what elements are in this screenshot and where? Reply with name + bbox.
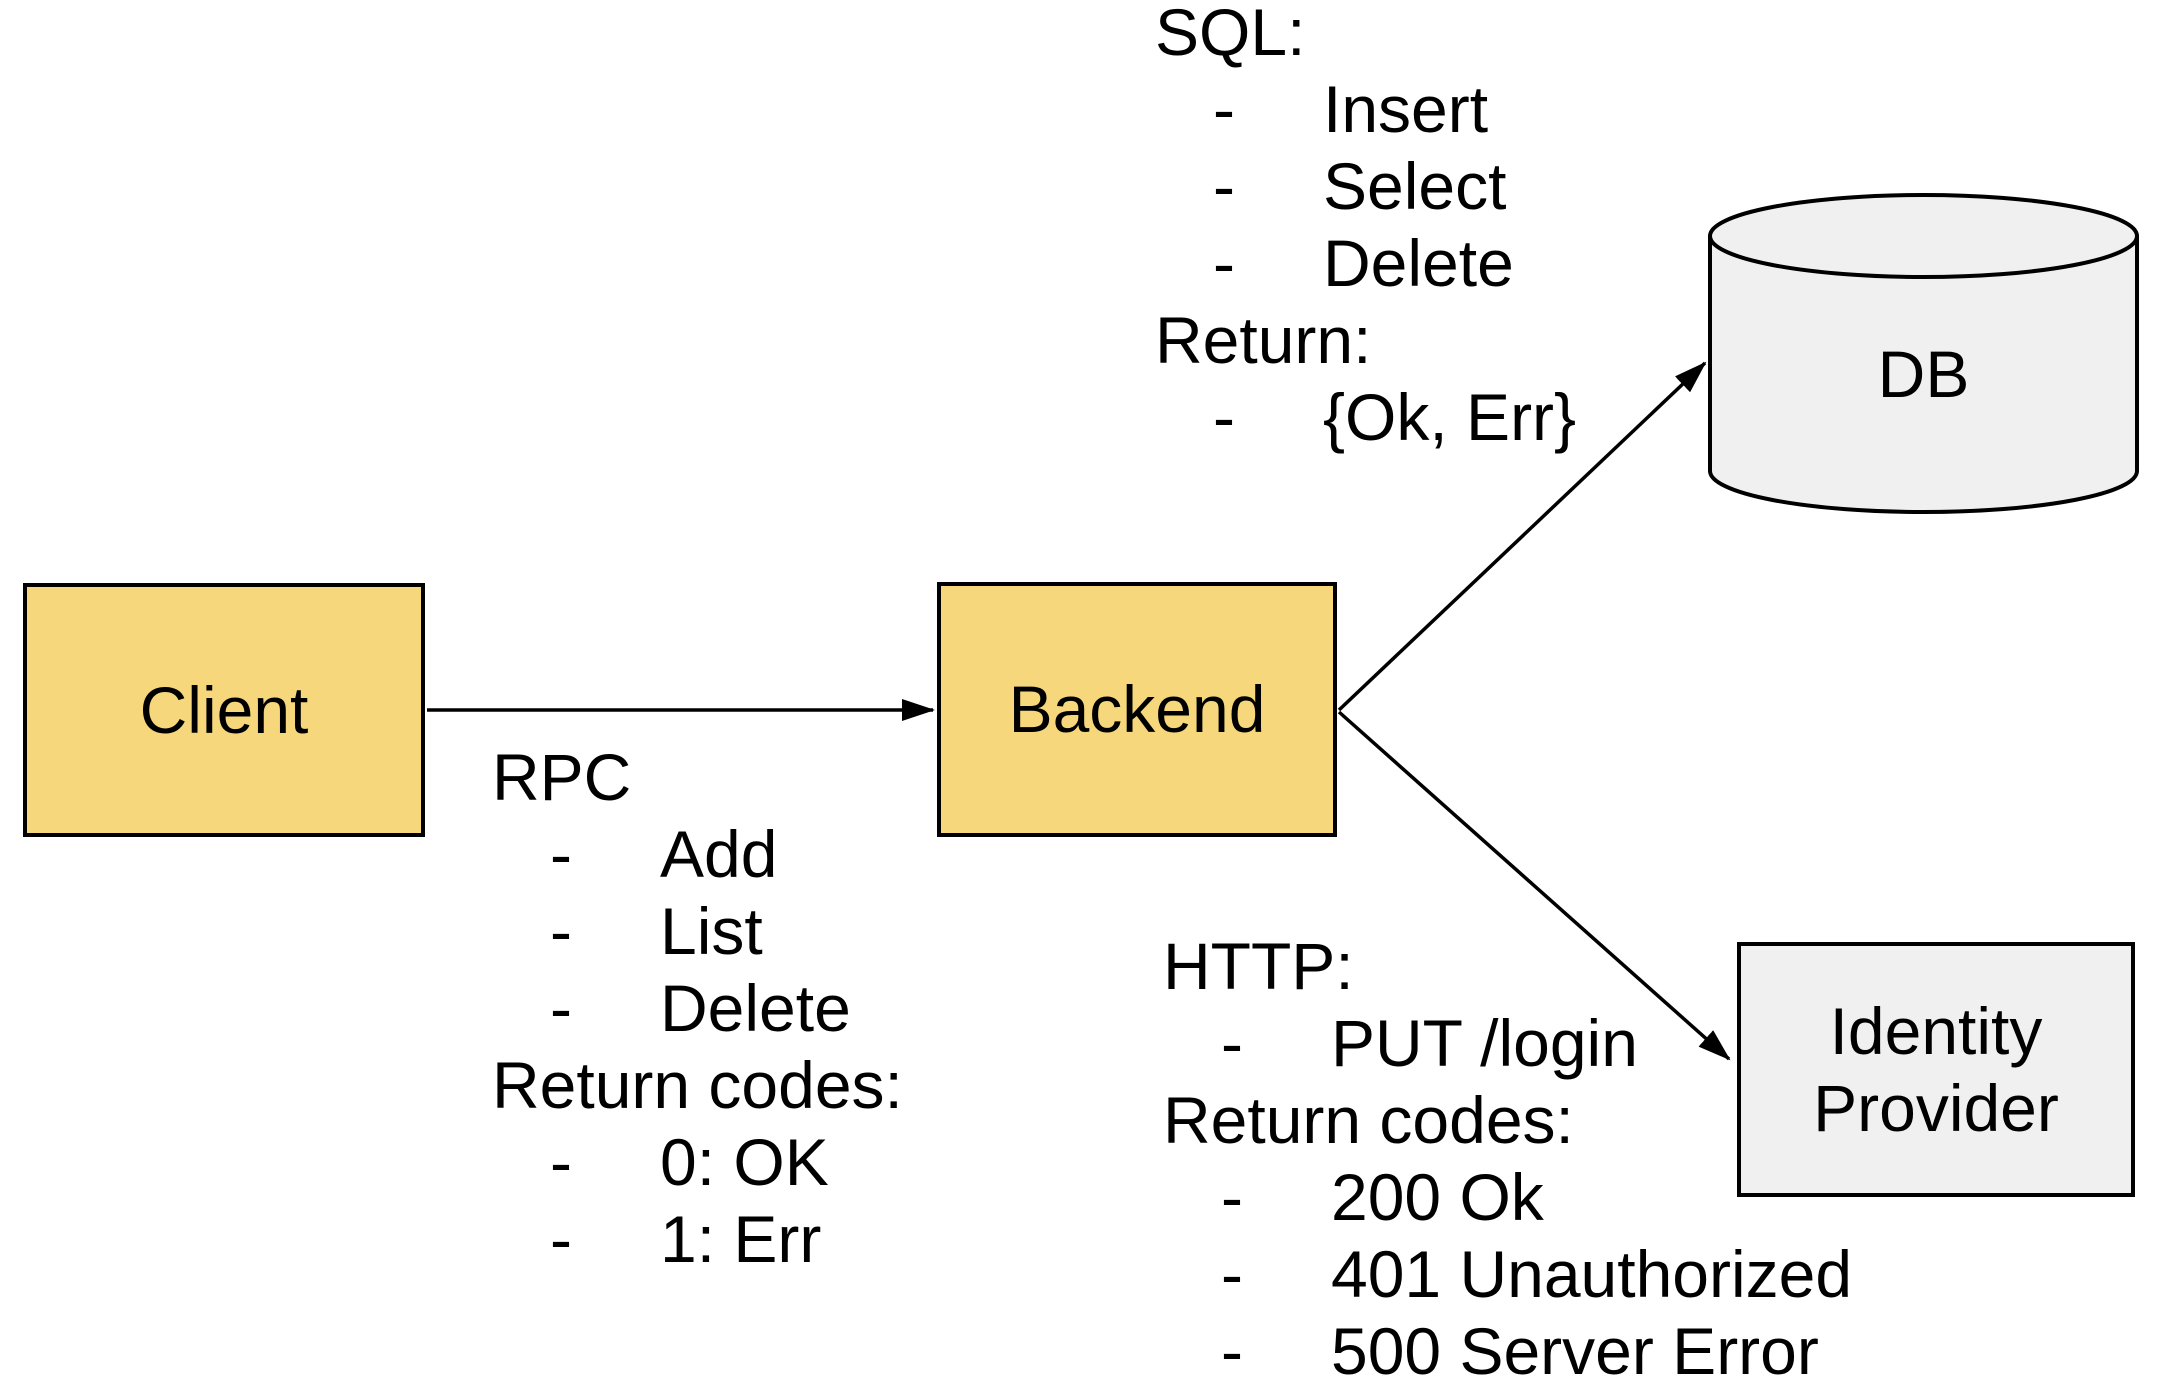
node-backend: Backend bbox=[937, 582, 1337, 837]
node-db-label: DB bbox=[1877, 336, 1970, 411]
edge-backend-db bbox=[1337, 361, 1707, 712]
annotation-http-subheader: Return codes: bbox=[1163, 1082, 1852, 1159]
annotation-header-text: SQL: bbox=[1155, 0, 1306, 69]
node-client-label: Client bbox=[139, 672, 309, 747]
annotation-sql-item: - Select bbox=[1155, 148, 1576, 225]
annotation-rpc-item: - 1: Err bbox=[492, 1201, 903, 1278]
annotation-rpc-item: - Add bbox=[492, 816, 903, 893]
annotation-header-text: RPC bbox=[492, 740, 632, 814]
bullet-item-text: 200 Ok bbox=[1331, 1160, 1544, 1234]
annotation-http-item: - PUT /login bbox=[1163, 1005, 1852, 1082]
bullet-item-text: 1: Err bbox=[660, 1202, 822, 1276]
bullet-dash: - bbox=[1221, 1314, 1243, 1388]
bullet-dash: - bbox=[550, 1202, 572, 1276]
node-client: Client bbox=[23, 583, 425, 837]
node-backend-label: Backend bbox=[1008, 672, 1266, 746]
annotation-rpc-item: - List bbox=[492, 893, 903, 970]
bullet-item-text: Delete bbox=[1323, 226, 1514, 300]
annotation-http-header: HTTP: bbox=[1163, 928, 1852, 1005]
annotation-rpc-item: - 0: OK bbox=[492, 1124, 903, 1201]
annotation-sql: SQL: - Insert - Select - Delete Return: - {O… bbox=[1155, 0, 1576, 456]
bullet-dash: - bbox=[1221, 1006, 1243, 1080]
annotation-sql-item: - Delete bbox=[1155, 225, 1576, 302]
annotation-http-item: - 200 Ok bbox=[1163, 1159, 1852, 1236]
node-identity-provider-label: Identity Provider bbox=[1813, 993, 2059, 1145]
annotation-subheader-text: Return codes: bbox=[492, 1048, 903, 1122]
annotation-rpc-subheader: Return codes: bbox=[492, 1047, 903, 1124]
bullet-dash: - bbox=[1213, 226, 1235, 300]
node-db-label-box: DB bbox=[1710, 236, 2137, 512]
db-cylinder-top bbox=[1708, 193, 2139, 279]
edge-backend-identity-provider bbox=[1337, 710, 1731, 1061]
bullet-item-text: {Ok, Err} bbox=[1323, 380, 1577, 454]
annotation-http-item: - 500 Server Error bbox=[1163, 1313, 1852, 1390]
bullet-dash: - bbox=[550, 1125, 572, 1199]
annotation-sql-item: - Insert bbox=[1155, 71, 1576, 148]
bullet-item-text: 500 Server Error bbox=[1331, 1314, 1819, 1388]
node-db bbox=[1708, 193, 2139, 514]
db-cylinder-body bbox=[1708, 236, 2139, 514]
bullet-dash: - bbox=[1213, 149, 1235, 223]
annotation-sql-header: SQL: bbox=[1155, 0, 1576, 71]
bullet-dash: - bbox=[550, 894, 572, 968]
node-identity-provider: Identity Provider bbox=[1737, 942, 2135, 1197]
bullet-dash: - bbox=[1221, 1160, 1243, 1234]
annotation-header-text: HTTP: bbox=[1163, 929, 1354, 1003]
bullet-item-text: Insert bbox=[1323, 72, 1489, 146]
bullet-dash: - bbox=[1221, 1237, 1243, 1311]
bullet-item-text: Add bbox=[660, 817, 778, 891]
annotation-rpc: RPC - Add - List - Delete Return codes: - 0:… bbox=[492, 739, 903, 1278]
bullet-dash: - bbox=[550, 971, 572, 1045]
bullet-dash: - bbox=[550, 817, 572, 891]
bullet-item-text: Delete bbox=[660, 971, 851, 1045]
annotation-rpc-item: - Delete bbox=[492, 970, 903, 1047]
annotation-http: HTTP: -PUT /login Return codes: -200 Ok … bbox=[1163, 928, 1852, 1390]
bullet-item-text: Select bbox=[1323, 149, 1507, 223]
annotation-subheader-text: Return: bbox=[1155, 303, 1372, 377]
annotation-http-item: - 401 Unauthorized bbox=[1163, 1236, 1852, 1313]
annotation-rpc-header: RPC bbox=[492, 739, 903, 816]
bullet-item-text: PUT /login bbox=[1331, 1006, 1638, 1080]
bullet-item-text: 0: OK bbox=[660, 1125, 829, 1199]
annotation-sql-item: - {Ok, Err} bbox=[1155, 379, 1576, 456]
bullet-dash: - bbox=[1213, 72, 1235, 146]
bullet-dash: - bbox=[1213, 380, 1235, 454]
annotation-sql-subheader: Return: bbox=[1155, 302, 1576, 379]
annotation-subheader-text: Return codes: bbox=[1163, 1083, 1574, 1157]
bullet-item-text: List bbox=[660, 894, 763, 968]
bullet-item-text: 401 Unauthorized bbox=[1331, 1237, 1853, 1311]
